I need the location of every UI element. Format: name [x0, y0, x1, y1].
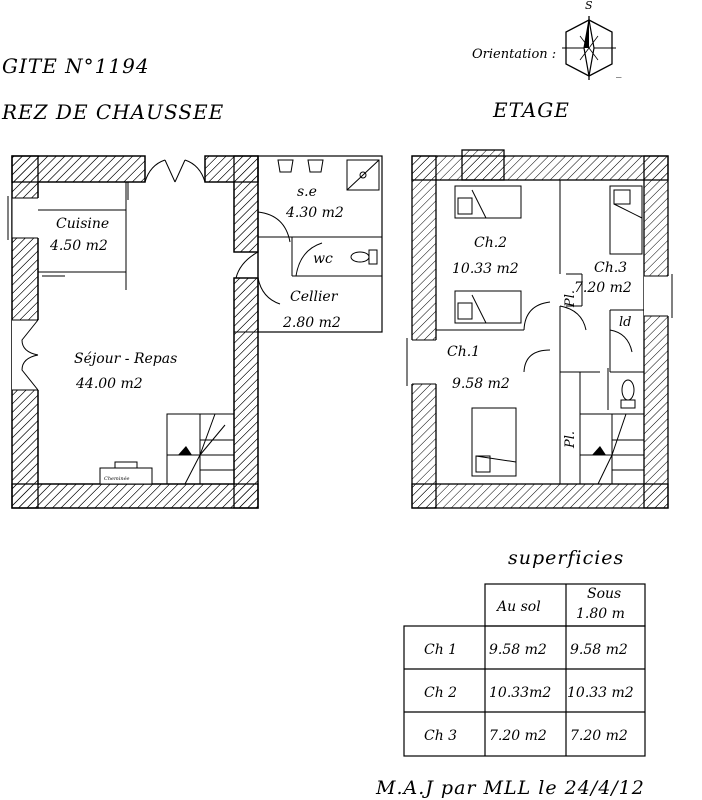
table-header-height: 1.80 m	[576, 606, 625, 622]
room-cuisine-area: 4.50 m2	[49, 238, 108, 254]
table-row-room: Ch 3	[424, 728, 457, 744]
room-cellier-name: Cellier	[290, 289, 339, 305]
room-wc-name: wc	[313, 251, 333, 267]
compass-mark: _	[616, 65, 622, 78]
room-se-area: 4.30 m2	[285, 205, 344, 221]
laundry-label: ld	[619, 315, 631, 330]
room-se-name: s.e	[297, 184, 317, 200]
ground-stairs-icon	[166, 413, 235, 485]
room-sejour-area: 44.00 m2	[75, 376, 143, 392]
ground-floor-plan: Cheminée	[7, 155, 383, 509]
orientation-label: Orientation :	[472, 47, 556, 62]
room-ch1-name: Ch.1	[447, 344, 480, 360]
closet-label: Pl.	[563, 290, 578, 308]
room-ch3-area: 7.20 m2	[574, 280, 632, 296]
bed-icon	[454, 290, 522, 324]
table-row-room: Ch 1	[424, 642, 457, 658]
table-row-floor: 9.58 m2	[489, 642, 547, 658]
bed-icon	[454, 185, 522, 219]
room-ch2-area: 10.33 m2	[452, 261, 519, 277]
room-cuisine-name: Cuisine	[56, 216, 109, 232]
surfaces-title: superficies	[508, 547, 624, 569]
upper-stairs-icon	[579, 413, 645, 485]
room-cellier-area: 2.80 m2	[282, 315, 341, 331]
table-row-under: 9.58 m2	[570, 642, 628, 658]
bed-icon	[471, 407, 517, 477]
table-row-floor: 7.20 m2	[489, 728, 547, 744]
footer-update-note: M.A.J par MLL le 24/4/12	[375, 777, 645, 799]
ground-floor-label: REZ DE CHAUSSEE	[1, 100, 224, 124]
room-sejour-name: Séjour - Repas	[74, 351, 177, 367]
upper-floor-label: ETAGE	[492, 98, 570, 122]
fireplace-label: Cheminée	[104, 475, 130, 482]
compass-icon	[562, 16, 616, 80]
bed-icon	[609, 185, 643, 255]
table-header-floor: Au sol	[495, 599, 541, 615]
compass-letter: S	[585, 0, 593, 12]
upper-floor-plan	[406, 149, 673, 509]
room-ch3-name: Ch.3	[594, 260, 627, 276]
surfaces-table	[403, 583, 646, 757]
room-ch2-name: Ch.2	[474, 235, 507, 251]
page-title: GITE N°1194	[2, 54, 150, 78]
table-row-room: Ch 2	[424, 685, 457, 701]
room-ch1-area: 9.58 m2	[452, 376, 510, 392]
closet-label: Pl.	[563, 431, 578, 449]
table-row-floor: 10.33m2	[489, 685, 551, 701]
table-row-under: 7.20 m2	[570, 728, 628, 744]
table-header-under: Sous	[587, 586, 621, 602]
table-row-under: 10.33 m2	[567, 685, 634, 701]
